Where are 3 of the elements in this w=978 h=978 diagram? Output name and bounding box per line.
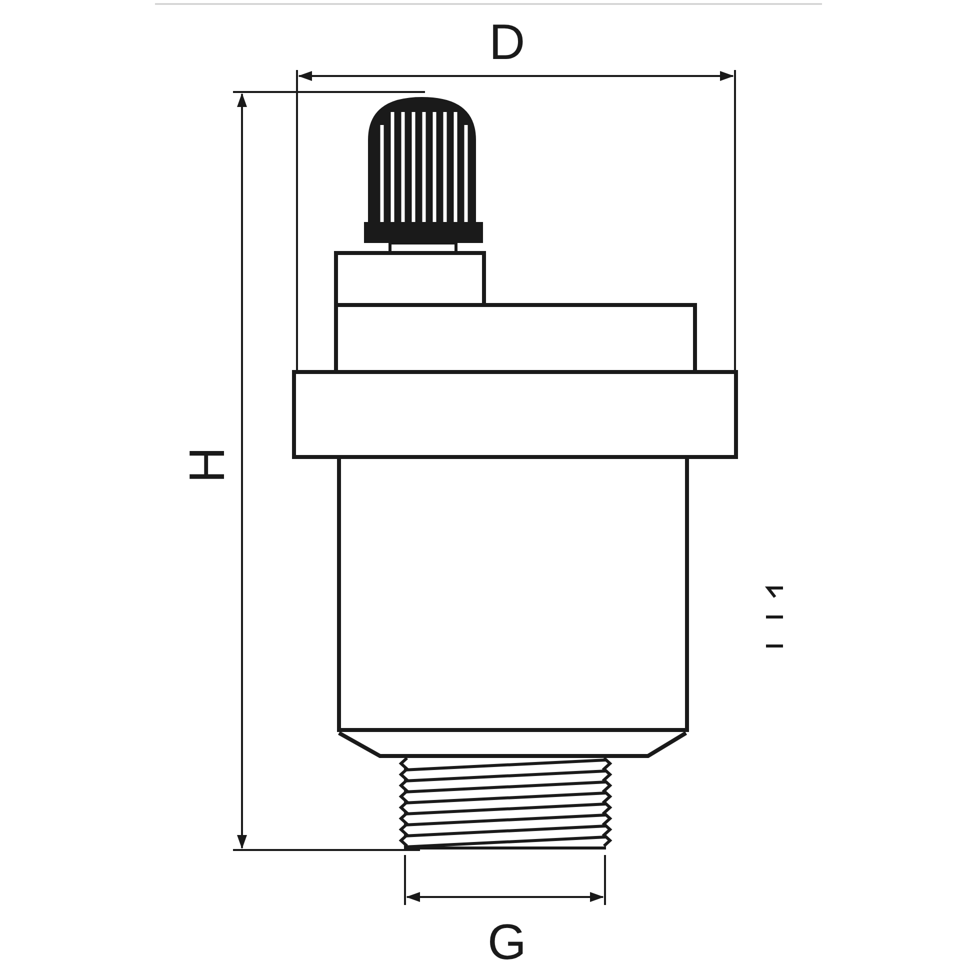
dimension-label: H bbox=[182, 446, 232, 484]
dimension-label: D bbox=[488, 17, 526, 67]
dimension-label: G bbox=[488, 917, 526, 967]
